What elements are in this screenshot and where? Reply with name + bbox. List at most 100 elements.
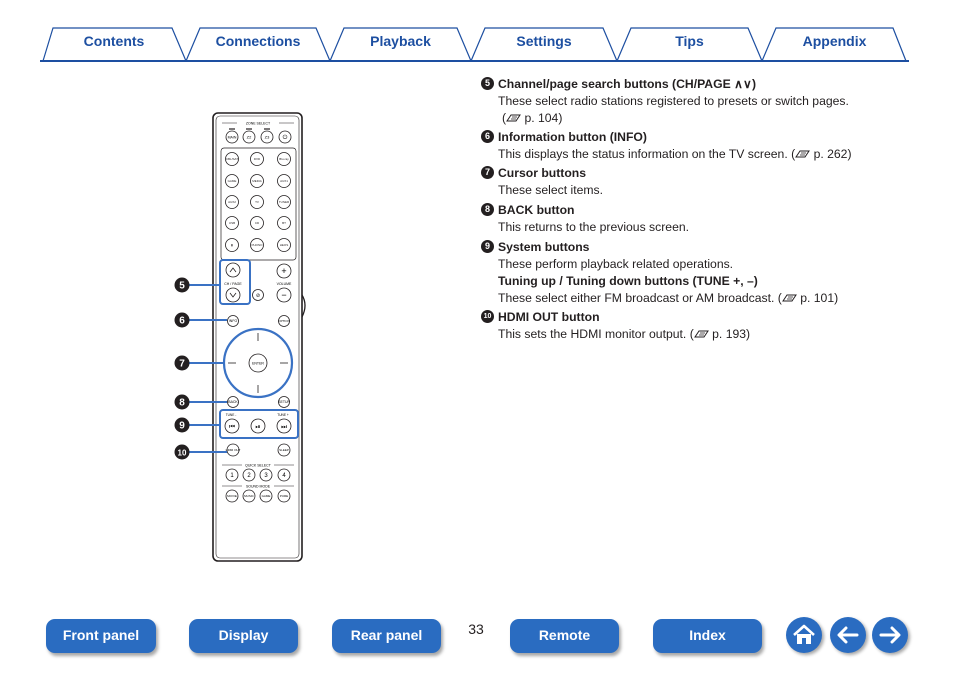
tab-connections[interactable]: Connections bbox=[215, 33, 301, 49]
item-system: 9 System buttons These perform playback … bbox=[481, 239, 901, 307]
svg-text:USB: USB bbox=[229, 221, 235, 225]
svg-text:AUX1: AUX1 bbox=[280, 179, 288, 183]
item-ref[interactable]: p. 101 bbox=[800, 291, 835, 305]
tune-plus-label: TUNE + bbox=[277, 413, 289, 417]
enter-label: ENTER bbox=[252, 362, 264, 366]
svg-text:Blu-ray: Blu-ray bbox=[279, 157, 289, 161]
item-number: 9 bbox=[481, 240, 494, 253]
item-info: 6 Information button (INFO) This display… bbox=[481, 129, 901, 163]
item-number: 10 bbox=[481, 310, 494, 323]
forward-button[interactable] bbox=[872, 617, 908, 653]
page-ref-icon bbox=[506, 114, 521, 122]
page-ref-icon bbox=[795, 150, 811, 158]
page-ref-icon bbox=[693, 330, 709, 338]
item-cursor: 7 Cursor buttons These select items. bbox=[481, 165, 901, 199]
front-panel-button[interactable]: Front panel bbox=[46, 619, 156, 653]
item-ch-page: 5 Channel/page search buttons (CH/PAGE ∧… bbox=[481, 76, 901, 127]
svg-text:HEOS: HEOS bbox=[280, 243, 289, 247]
tab-tips[interactable]: Tips bbox=[675, 33, 704, 49]
display-button[interactable]: Display bbox=[189, 619, 298, 653]
item-title: System buttons bbox=[498, 240, 590, 254]
item-title: Channel/page search buttons (CH/PAGE ∧∨) bbox=[498, 77, 757, 91]
hdmi-out-label: HDMI OUT bbox=[226, 448, 241, 452]
tune-minus-label: TUNE - bbox=[226, 413, 237, 417]
main-zone-label: MAIN bbox=[228, 136, 237, 140]
svg-text:TV: TV bbox=[255, 200, 259, 204]
svg-text:⏯: ⏯ bbox=[255, 423, 260, 431]
item-ref[interactable]: p. 262 bbox=[813, 147, 848, 161]
svg-text:MEDIA: MEDIA bbox=[252, 179, 262, 183]
svg-text:GAME: GAME bbox=[228, 179, 237, 183]
svg-text:2: 2 bbox=[247, 473, 251, 479]
svg-text:▮: ▮ bbox=[231, 243, 233, 247]
volume-label: VOLUME bbox=[277, 282, 292, 286]
svg-text:⏻: ⏻ bbox=[283, 134, 288, 141]
back-label: BACK bbox=[228, 400, 238, 404]
svg-text:⏮: ⏮ bbox=[229, 423, 235, 431]
tab-outlines bbox=[42, 27, 907, 62]
tab-playback[interactable]: Playback bbox=[370, 33, 431, 49]
svg-text:CD: CD bbox=[255, 221, 260, 225]
item-subbody: These select either FM broadcast or AM b… bbox=[498, 291, 839, 305]
info-label: INFO bbox=[229, 319, 238, 323]
home-button[interactable] bbox=[786, 617, 822, 653]
svg-text:Z2: Z2 bbox=[247, 135, 252, 140]
svg-text:⊘: ⊘ bbox=[256, 293, 260, 299]
svg-text:GAME: GAME bbox=[262, 494, 271, 498]
svg-text:MUSIC: MUSIC bbox=[244, 494, 255, 498]
svg-text:Z3: Z3 bbox=[265, 135, 270, 140]
tab-settings[interactable]: Settings bbox=[516, 33, 572, 49]
sound-mode-label: SOUND MODE bbox=[246, 485, 271, 489]
item-hdmi-out: 10 HDMI OUT button This sets the HDMI mo… bbox=[481, 309, 901, 343]
svg-text:MOVIE: MOVIE bbox=[227, 494, 237, 498]
quick-select-label: QUICK SELECT bbox=[245, 464, 272, 468]
item-subtitle: Tuning up / Tuning down buttons (TUNE +,… bbox=[498, 274, 758, 288]
svg-text:BT: BT bbox=[282, 221, 286, 225]
svg-text:CBL/SAT: CBL/SAT bbox=[226, 157, 238, 161]
ch-page-label: CH / PAGE bbox=[224, 282, 242, 286]
item-number: 5 bbox=[481, 77, 494, 90]
rear-panel-button[interactable]: Rear panel bbox=[332, 619, 441, 653]
setup-label: SETUP bbox=[278, 400, 290, 404]
callout-8: 8 bbox=[179, 398, 185, 409]
item-title: BACK button bbox=[498, 203, 575, 217]
callout-9: 9 bbox=[179, 421, 185, 432]
remote-button[interactable]: Remote bbox=[510, 619, 619, 653]
home-icon bbox=[793, 624, 815, 644]
svg-text:TUNER: TUNER bbox=[279, 200, 290, 204]
option-label: OPTION bbox=[278, 319, 290, 323]
item-body: This sets the HDMI monitor output. ( p. … bbox=[498, 327, 751, 341]
item-ref[interactable]: ( p. 104) bbox=[502, 111, 563, 125]
callout-6: 6 bbox=[179, 316, 185, 327]
tab-appendix[interactable]: Appendix bbox=[802, 33, 867, 49]
tab-rule bbox=[40, 60, 909, 62]
arrow-left-icon bbox=[837, 626, 859, 644]
svg-text:PHONO: PHONO bbox=[251, 243, 263, 247]
item-body: This displays the status information on … bbox=[498, 147, 852, 161]
item-back: 8 BACK button This returns to the previo… bbox=[481, 202, 901, 236]
svg-text:PURE: PURE bbox=[280, 494, 288, 498]
item-body: These select radio stations registered t… bbox=[498, 94, 849, 108]
back-button[interactable] bbox=[830, 617, 866, 653]
item-body: These select items. bbox=[498, 183, 603, 197]
svg-text:AUX2: AUX2 bbox=[228, 200, 236, 204]
callout-5: 5 bbox=[179, 281, 185, 292]
item-ref[interactable]: p. 193 bbox=[712, 327, 747, 341]
page-ref-icon bbox=[781, 294, 797, 302]
item-body: This returns to the previous screen. bbox=[498, 220, 690, 234]
item-number: 8 bbox=[481, 203, 494, 216]
item-number: 7 bbox=[481, 166, 494, 179]
item-body: These perform playback related operation… bbox=[498, 257, 734, 271]
item-title: Information button (INFO) bbox=[498, 130, 647, 144]
svg-text:4: 4 bbox=[282, 473, 286, 479]
arrow-right-icon bbox=[879, 626, 901, 644]
tab-contents[interactable]: Contents bbox=[83, 33, 145, 49]
svg-text:3: 3 bbox=[264, 473, 268, 479]
item-number: 6 bbox=[481, 130, 494, 143]
zone-select-label: ZONE SELECT bbox=[246, 122, 271, 126]
item-title: HDMI OUT button bbox=[498, 310, 600, 324]
tab-bar: Contents Connections Playback Settings T… bbox=[40, 26, 909, 62]
svg-text:1: 1 bbox=[230, 473, 234, 479]
index-button[interactable]: Index bbox=[653, 619, 762, 653]
